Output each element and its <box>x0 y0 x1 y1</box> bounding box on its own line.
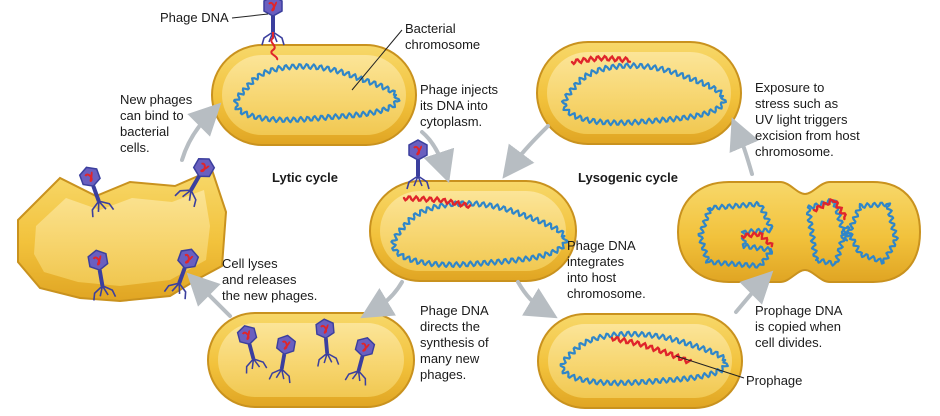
chromosome-loop-right <box>805 198 899 267</box>
injected-phage-dna <box>402 194 472 210</box>
phage-legs <box>261 31 285 46</box>
leader-prophage <box>675 355 745 379</box>
label-new-phages-bind: New phages can bind to bacterial cells. <box>120 92 196 155</box>
phage-tail <box>416 160 420 176</box>
chromosome-loop <box>559 330 729 387</box>
injected-phage-and-host-dna <box>390 194 569 268</box>
arrow-center-to-lytic-bottom <box>360 280 404 319</box>
phage-head-dna <box>200 162 210 173</box>
phage <box>236 325 268 374</box>
phage-head-dna <box>184 253 194 264</box>
cycle-arrows <box>180 102 774 319</box>
lysed-cell <box>17 168 228 303</box>
label-prophage-copied: Prophage DNA is copied when cell divides… <box>755 303 845 350</box>
phage-head-dna <box>92 255 102 266</box>
phage-legs <box>91 200 115 218</box>
arrow-bottom-to-lysed <box>186 272 232 318</box>
phage-head-dna <box>242 329 251 341</box>
phage <box>261 0 285 61</box>
phage-legs <box>245 358 268 374</box>
phage-tail <box>271 16 275 32</box>
replicated-chromosomes-dna <box>697 198 899 269</box>
labels: Phage DNA Bacterial chromosome Phage inj… <box>120 10 863 388</box>
lytic-bottom-cell <box>207 312 415 408</box>
lysogenic-bottom-cell <box>537 313 743 409</box>
chromosome-loop <box>233 63 401 124</box>
arrow-lyso-top-to-center <box>502 124 550 179</box>
label-lysogenic-cycle: Lysogenic cycle <box>578 170 678 185</box>
lytic-top-cell <box>211 44 417 146</box>
phage-legs <box>163 282 187 300</box>
phage-tail <box>247 343 256 360</box>
phage <box>174 158 216 208</box>
arrow-lyso-bottom-to-dividing <box>734 270 774 314</box>
phages-layer <box>78 0 430 386</box>
label-phage-dna-integrates: Phage DNA integrates into host chromosom… <box>567 238 646 301</box>
bacterial-chromosome-dna <box>233 63 401 124</box>
phage-head-dna <box>268 1 278 12</box>
phage-tail <box>323 337 330 354</box>
prophage-segment-right <box>812 198 847 221</box>
phage-tail <box>97 269 105 287</box>
injected-dna-strand <box>270 32 279 61</box>
chromosome-loop-left <box>697 200 774 269</box>
integrated-prophage-dna <box>610 335 692 365</box>
phage <box>268 334 296 384</box>
phage-legs <box>344 370 367 386</box>
phage-tail <box>356 355 365 372</box>
phage-tail <box>91 185 101 202</box>
phage-tail <box>177 267 187 284</box>
chromosome-loop <box>561 62 727 127</box>
phage-legs <box>93 285 117 301</box>
label-cell-lyses: Cell lyses and releases the new phages. <box>222 256 317 303</box>
arrow-dividing-to-lyso-top <box>729 117 760 176</box>
phage-legs <box>317 352 340 367</box>
phage-tail <box>189 175 201 192</box>
leader-phage-dna <box>231 13 269 19</box>
dividing-cell <box>676 181 922 283</box>
label-phage-dna-directs: Phage DNA directs the synthesis of many … <box>420 303 492 382</box>
excised-phage-dna <box>570 54 632 66</box>
label-prophage: Prophage <box>746 373 802 388</box>
phage-head-dna <box>361 342 370 352</box>
leader-lines <box>231 13 745 379</box>
leader-bacterial-chromosome <box>351 29 403 91</box>
label-phage-dna: Phage DNA <box>160 10 229 25</box>
label-lytic-cycle: Lytic cycle <box>272 170 338 185</box>
phage <box>406 139 430 190</box>
chromosome-loop <box>390 200 569 268</box>
label-exposure-stress: Exposure to stress such as UV light trig… <box>755 80 863 159</box>
excising-chromosome-dna <box>561 54 727 127</box>
phage <box>87 249 117 301</box>
prophage-chromosome-dna <box>559 330 729 387</box>
center-infected-cell <box>369 180 577 282</box>
phage-head-dna <box>320 324 329 334</box>
phage-tail <box>279 353 287 370</box>
phage-head-dna <box>281 340 291 350</box>
prophage-segment-left <box>740 231 774 248</box>
phage <box>78 166 115 218</box>
label-phage-injects: Phage injects its DNA into cytoplasm. <box>420 82 502 129</box>
phage-legs <box>174 189 197 208</box>
phage <box>344 337 376 386</box>
arrow-top-to-center <box>420 130 455 184</box>
phage-head-dna <box>84 171 93 183</box>
arrow-lysed-to-top <box>180 102 222 162</box>
lysogenic-top-cell <box>536 41 742 145</box>
phage-legs <box>268 368 291 384</box>
phage-head-dna <box>413 145 423 156</box>
arrow-center-to-lyso-bottom <box>516 280 558 319</box>
phage <box>163 248 200 300</box>
label-bacterial-chromosome: Bacterial chromosome <box>405 21 480 52</box>
phage <box>315 318 340 367</box>
